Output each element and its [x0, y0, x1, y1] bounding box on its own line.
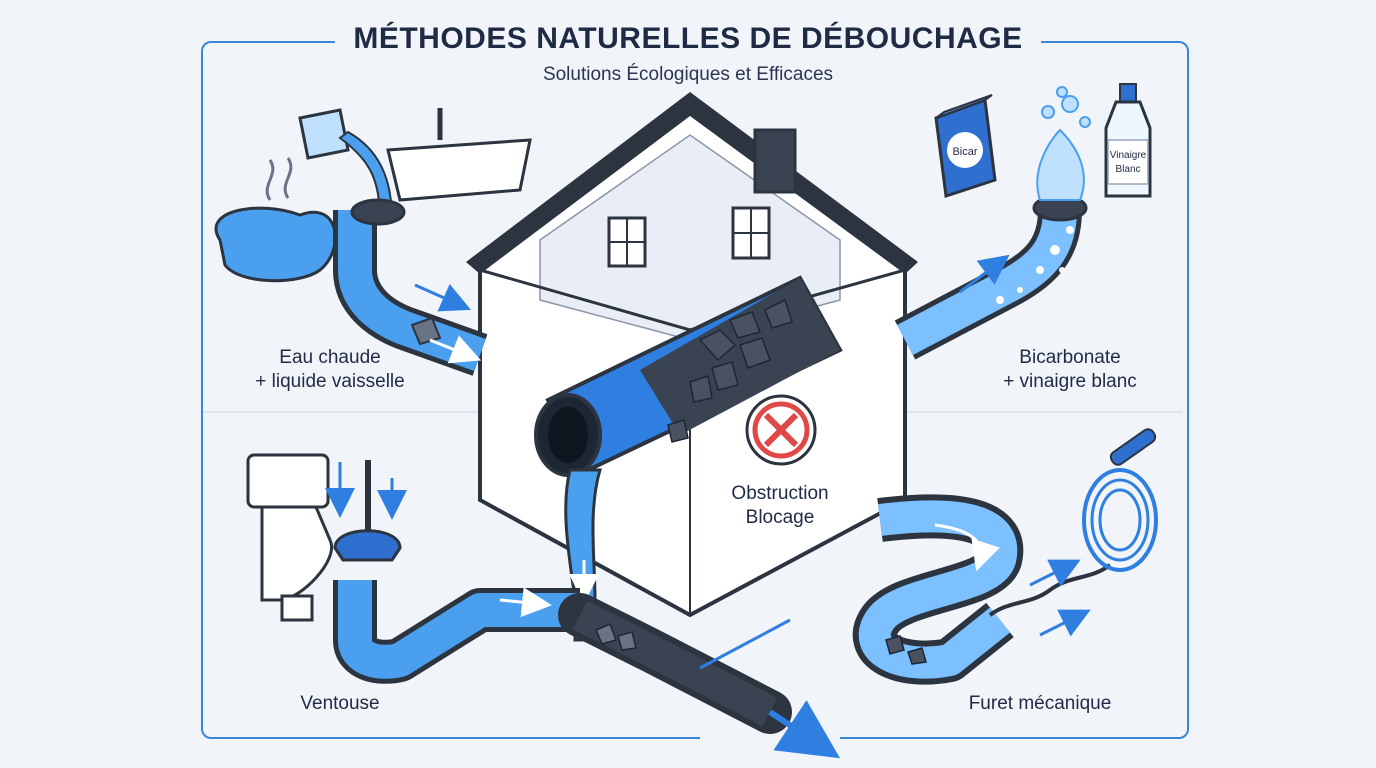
label-obstruction: Obstruction Blocage: [700, 482, 860, 530]
chimney: [753, 128, 797, 194]
label-baking-soda: Bicarbonate + vinaigre blanc: [970, 346, 1170, 394]
hot-water-scene: [214, 108, 532, 376]
page-subtitle: Solutions Écologiques et Efficaces: [542, 64, 834, 85]
bicar-box: [934, 94, 997, 198]
page-title: MÉTHODES NATURELLES DE DÉBOUCHAGE: [335, 22, 1041, 56]
toilet-bowl: [260, 505, 334, 602]
bubbles: [996, 226, 1074, 304]
label-baking-soda-line1: Bicarbonate: [1019, 347, 1121, 368]
vinegar-bottle: [1104, 83, 1152, 198]
label-hot-water-line1: Eau chaude: [279, 347, 381, 368]
label-plunger: Ventouse: [300, 693, 380, 714]
bicar-box-label: Bicar: [952, 146, 977, 158]
snake-cable: [988, 563, 1112, 617]
water-puddle: [214, 206, 337, 283]
label-hot-water: Eau chaude + liquide vaisselle: [230, 346, 430, 394]
label-obstruction-line2: Blocage: [745, 507, 815, 528]
debris-cluster: [667, 298, 793, 443]
label-snake: Furet mécanique: [968, 693, 1112, 714]
blocked-pipe: [534, 275, 843, 642]
plunger-scene: [246, 453, 580, 684]
baking-soda-scene: [894, 83, 1152, 360]
vinegar-label-line2: Blanc: [1115, 164, 1140, 175]
label-baking-soda-line2: + vinaigre blanc: [1003, 371, 1137, 392]
label-obstruction-line1: Obstruction: [731, 483, 829, 504]
label-hot-water-line2: + liquide vaisselle: [255, 371, 405, 392]
obstruction-icon: [745, 394, 817, 466]
snake-scene: [852, 428, 1158, 685]
plunger-cup: [333, 529, 402, 562]
toilet-tank: [246, 453, 330, 509]
snake-handle: [1109, 428, 1157, 466]
snake-coil: [1082, 468, 1158, 572]
title-wrap: MÉTHODES NATURELLES DE DÉBOUCHAGE: [0, 22, 1376, 56]
vinegar-label-line1: Vinaigre: [1110, 150, 1147, 161]
drain-pipe: [558, 593, 841, 759]
sink: [386, 138, 532, 202]
pitcher: [298, 108, 350, 160]
